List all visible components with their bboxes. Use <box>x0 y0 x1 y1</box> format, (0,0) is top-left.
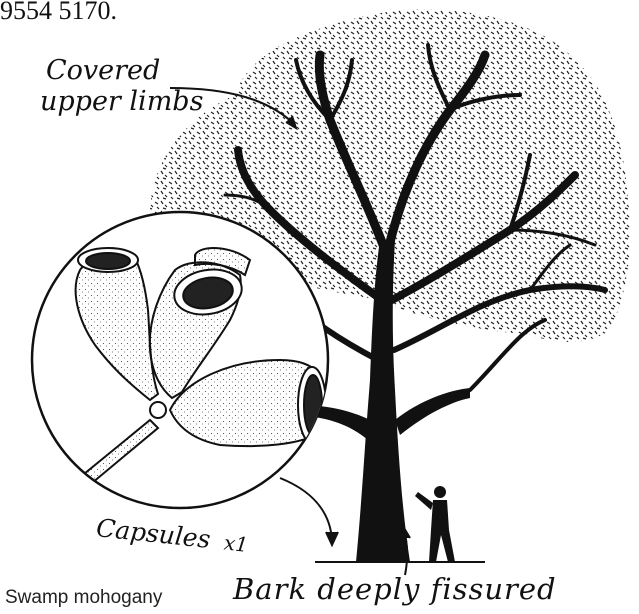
human-figure <box>415 486 455 562</box>
bark-label: Bark deeply fissured <box>233 575 557 604</box>
capsules-scale-text: x1 <box>223 531 249 557</box>
covered-label-line2: upper limbs <box>40 86 203 117</box>
covered-upper-limbs-label: Covered upper limbs <box>40 55 203 117</box>
covered-label-line1: Covered <box>40 55 203 86</box>
capsules-inset <box>32 212 328 518</box>
capsules-arrow <box>280 478 332 540</box>
figure-caption: Swamp mohogany <box>5 587 162 609</box>
capsules-arrowhead <box>326 532 338 545</box>
